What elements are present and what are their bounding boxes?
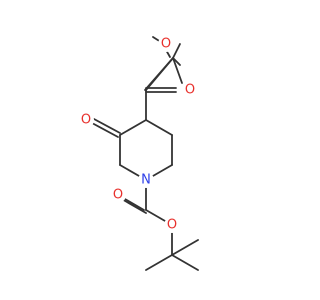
atom-O-boc-carbonyl: O	[110, 187, 126, 203]
atom-O-ketone-label: O	[81, 113, 91, 128]
bond-tBu-methyl-1	[145, 254, 173, 271]
atom-N-ring: N	[138, 172, 154, 188]
atom-O-ester-carbonyl: O	[182, 82, 198, 98]
atom-O-methoxy-label: O	[161, 37, 171, 52]
bond-Omethoxy-C	[172, 43, 181, 59]
bond-ester-CO	[172, 57, 181, 66]
atom-O-boc-carbonyl-label: O	[113, 188, 123, 203]
atom-O-boc-ether: O	[164, 217, 180, 233]
structure-canvas: O O O N O O	[78, 36, 199, 271]
bond-C5-C4	[145, 119, 173, 136]
bond-boc-double-b	[119, 197, 147, 214]
bond-tBu-methyl-3	[171, 239, 199, 256]
bond-ester-C=O-1	[172, 57, 183, 84]
bond-ketone-double-b	[91, 122, 119, 138]
bond-layer	[91, 36, 199, 271]
bond-ketone-double-a	[93, 118, 121, 134]
atom-O-methoxy: O	[158, 36, 174, 52]
bond-C4-C3	[119, 119, 147, 136]
atom-O-boc-ether-label: O	[167, 218, 177, 233]
atom-O-ketone: O	[78, 112, 94, 128]
atom-N-ring-label: N	[141, 173, 151, 188]
bond-esterC-CH2b	[145, 57, 174, 91]
atom-O-ester-carbonyl-label: O	[185, 83, 195, 98]
atom-layer: O O O N O O	[78, 36, 198, 233]
bond-tBu-methyl-2	[171, 254, 199, 271]
